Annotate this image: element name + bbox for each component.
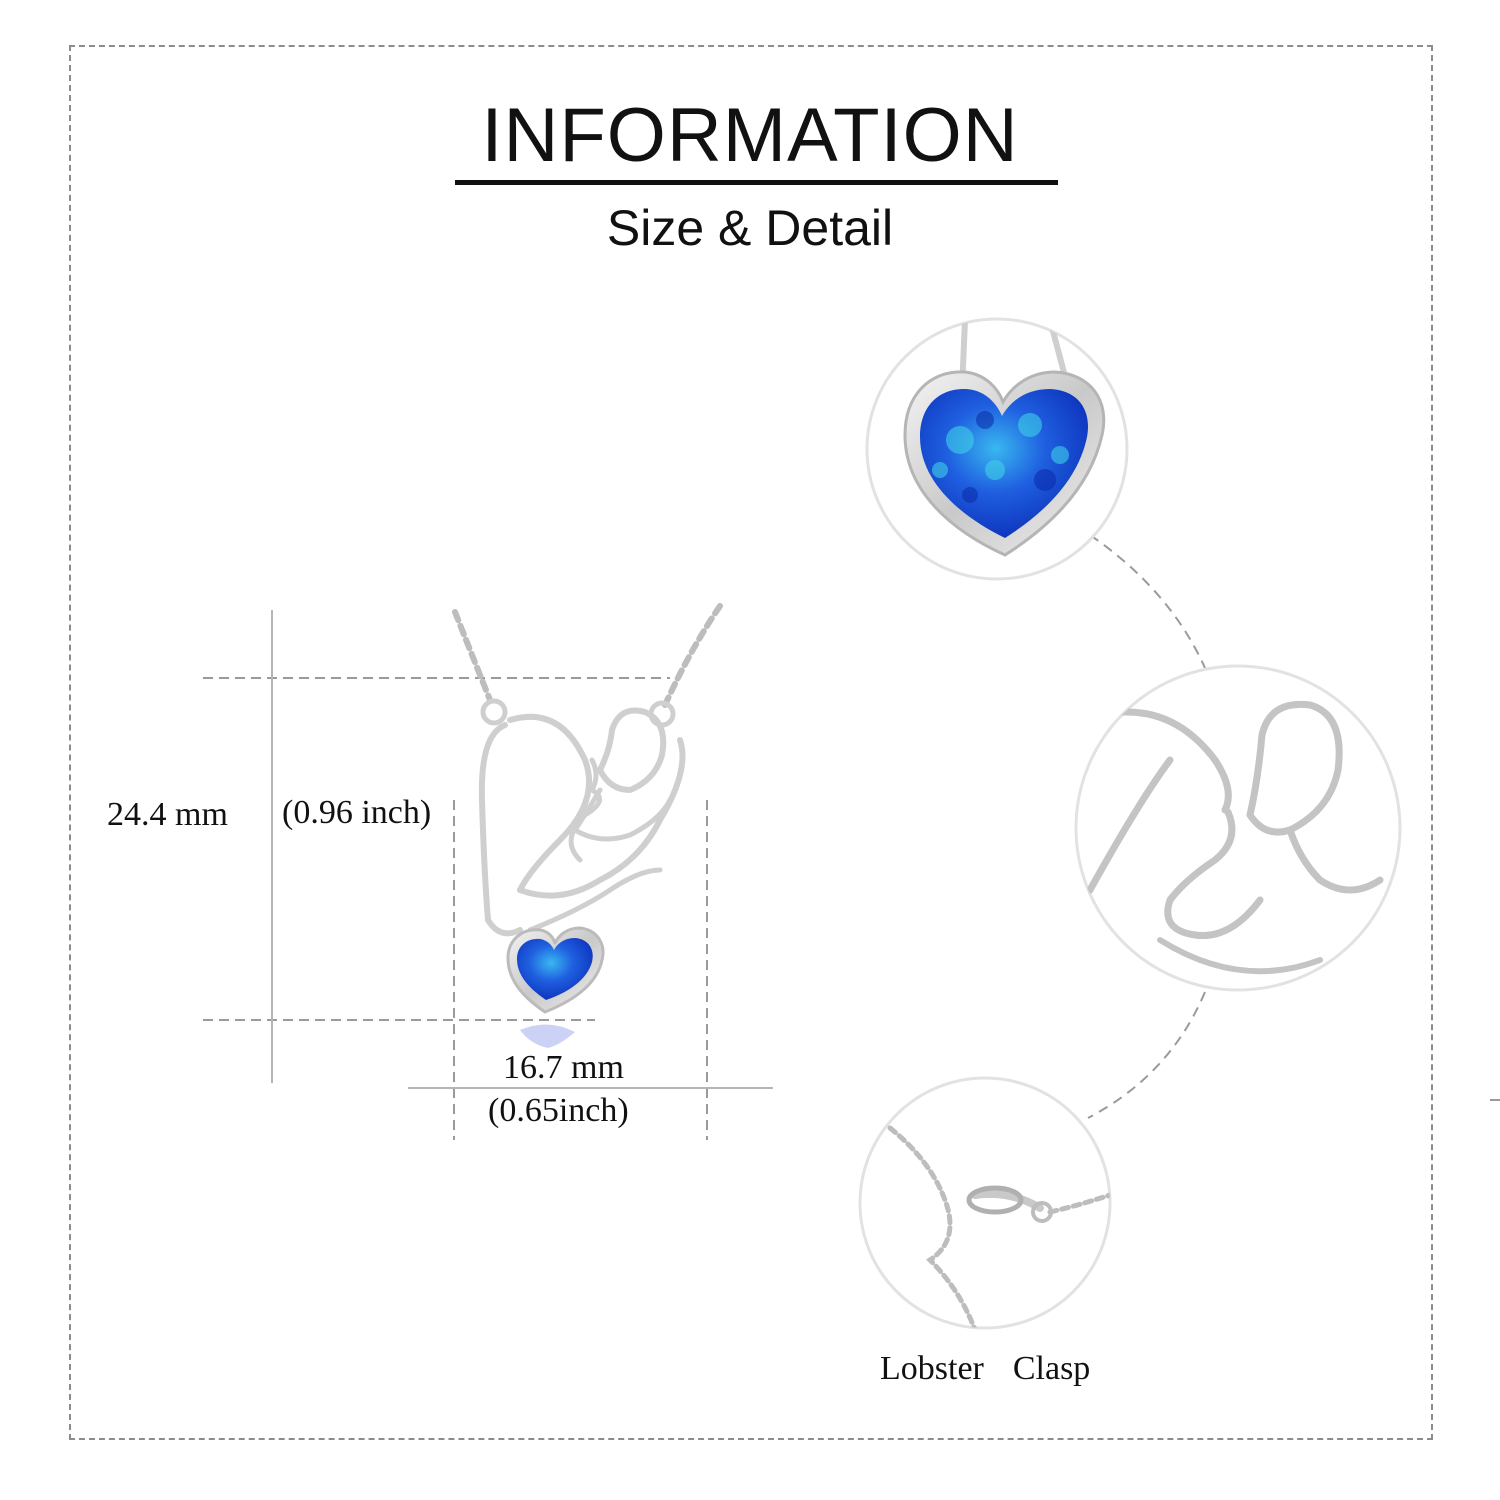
- chain-right: [662, 603, 723, 708]
- page-frame: [69, 45, 1433, 1440]
- opal-reflection: [520, 1024, 575, 1048]
- jump-ring-left: [480, 698, 508, 726]
- page-subtitle: Size & Detail: [606, 200, 894, 256]
- opal-heart-stone: [517, 938, 593, 1000]
- detail-circle-heart: [865, 317, 1129, 581]
- chain-left: [452, 609, 493, 703]
- detail-circle-clasp: [858, 1076, 1112, 1330]
- mother-hair: [507, 713, 593, 893]
- detail-circle-figure: [1074, 664, 1402, 992]
- width-mm-label: 16.7 mm: [503, 1049, 624, 1086]
- child-head: [597, 707, 667, 793]
- dimension-guides: [203, 610, 773, 1140]
- height-inch-label: (0.96 inch): [282, 794, 432, 831]
- mother-outline: [478, 722, 523, 937]
- mother-body: [527, 867, 663, 933]
- child-body: [572, 787, 673, 842]
- clasp-label: Lobster Clasp: [880, 1350, 1091, 1387]
- mother-face: [568, 757, 602, 863]
- title-underline: [455, 180, 1058, 185]
- height-mm-label: 24.4 mm: [107, 796, 228, 833]
- detail-connector-curve-lower: [1087, 991, 1206, 1119]
- mother-arm: [517, 737, 686, 899]
- width-inch-label: (0.65inch): [488, 1092, 629, 1129]
- page-title: INFORMATION: [481, 93, 1019, 178]
- necklace-pendant: [452, 603, 723, 1048]
- detail-connector-curve: [1089, 534, 1206, 669]
